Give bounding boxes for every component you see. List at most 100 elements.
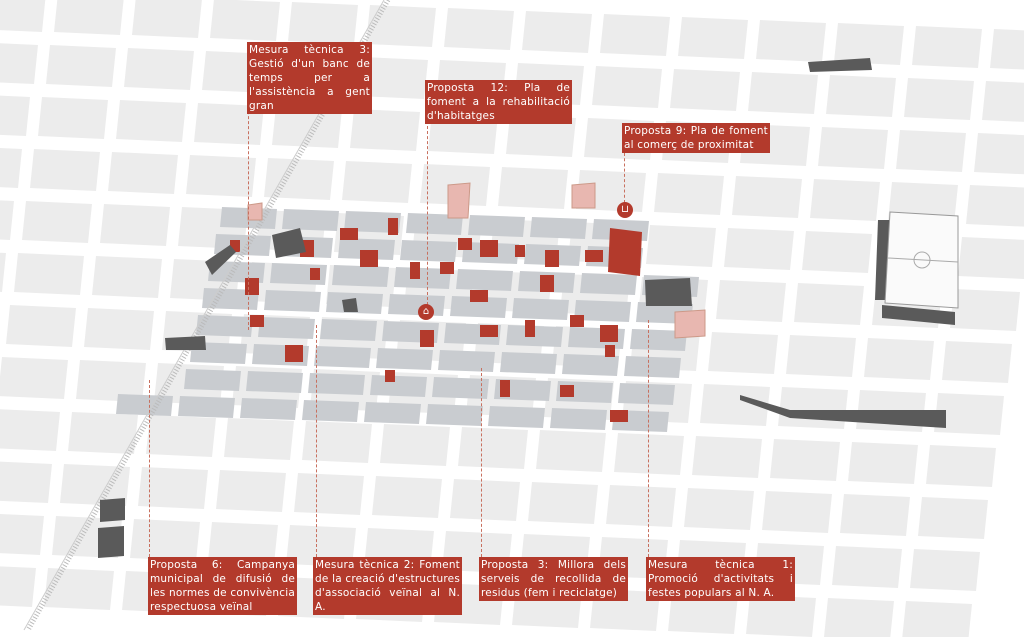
- neighborhood-block: [184, 369, 241, 391]
- city-block: [982, 81, 1024, 122]
- buildings: [98, 58, 955, 558]
- intervention-parcel: [410, 262, 420, 279]
- city-block: [0, 514, 44, 555]
- city-block: [536, 430, 606, 472]
- label-proposta-12: Proposta 12: Pla de foment a la rehabili…: [425, 80, 572, 124]
- city-block: [902, 601, 972, 637]
- neighborhood-block: [308, 373, 365, 395]
- neighborhood-block: [364, 402, 421, 424]
- neighborhood-block: [550, 408, 607, 430]
- city-block: [802, 231, 872, 273]
- intervention-parcel: [310, 268, 320, 280]
- intervention-parcel: [540, 275, 554, 292]
- intervention-parcel: [340, 228, 358, 240]
- city-block: [100, 204, 170, 246]
- city-block: [68, 412, 138, 454]
- intervention-parcel: [480, 325, 498, 337]
- leader-line: [149, 380, 150, 557]
- city-block: [444, 8, 514, 50]
- city-block: [450, 479, 520, 521]
- city-block: [848, 442, 918, 484]
- neighborhood-block: [438, 350, 495, 372]
- leader-line: [427, 121, 428, 305]
- neighborhood-block: [450, 296, 507, 318]
- city-block: [770, 439, 840, 481]
- city-block: [0, 200, 14, 240]
- city-block: [684, 488, 754, 530]
- city-block: [506, 115, 576, 157]
- city-block: [288, 2, 358, 44]
- intervention-parcel: [585, 250, 603, 262]
- neighborhood-block: [196, 315, 253, 337]
- intervention-parcel: [560, 385, 574, 397]
- city-block: [732, 176, 802, 218]
- intervention-parcel: [285, 345, 303, 362]
- city-block: [528, 482, 598, 524]
- city-block: [146, 415, 216, 457]
- city-block: [786, 335, 856, 377]
- label-proposta-3: Proposta 3: Millora dels serveis de reco…: [479, 557, 628, 601]
- neighborhood-block: [282, 209, 339, 231]
- neighborhood-block: [512, 298, 569, 320]
- intervention-parcel: [605, 345, 615, 357]
- neighborhood-block: [426, 404, 483, 426]
- city-block: [264, 158, 334, 200]
- intervention-parcel: [525, 320, 535, 337]
- city-block: [92, 256, 162, 298]
- city-block: [958, 237, 1024, 279]
- city-block: [0, 43, 38, 84]
- city-block: [522, 11, 592, 53]
- label-mesura-tecnica-2: Mesura tècnica 2: Foment de la creació d…: [313, 557, 462, 615]
- city-block: [342, 161, 412, 203]
- neighborhood-block: [432, 377, 489, 399]
- city-block: [832, 546, 902, 588]
- basket-icon: ⊔: [617, 202, 633, 218]
- neighborhood-block: [314, 346, 371, 368]
- city-block: [38, 97, 108, 139]
- city-block: [372, 476, 442, 518]
- city-block: [834, 23, 904, 65]
- city-block: [350, 109, 420, 151]
- city-block: [124, 48, 194, 90]
- city-block: [646, 225, 716, 267]
- city-block: [0, 461, 52, 503]
- intervention-parcel: [570, 315, 584, 327]
- neighborhood-block: [624, 356, 681, 378]
- city-block: [302, 421, 372, 463]
- neighborhood-block: [394, 267, 451, 289]
- intervention-parcel: [480, 240, 498, 257]
- city-block: [716, 280, 786, 322]
- neighborhood-block: [400, 240, 457, 262]
- city-block: [990, 29, 1024, 70]
- city-block: [0, 409, 60, 451]
- city-block: [974, 133, 1024, 175]
- neighborhood-block: [370, 375, 427, 397]
- intervention-parcel: [250, 315, 264, 327]
- city-block: [912, 26, 982, 68]
- city-block: [130, 519, 200, 561]
- intervention-parcel: [420, 330, 434, 347]
- city-block: [934, 393, 1004, 435]
- city-block: [818, 127, 888, 169]
- leader-line: [248, 86, 249, 330]
- city-block: [272, 106, 342, 148]
- city-block: [6, 305, 76, 347]
- city-block: [54, 0, 124, 35]
- neighborhood-block: [178, 396, 235, 418]
- city-block: [380, 424, 450, 466]
- city-block: [0, 0, 46, 32]
- city-block: [0, 148, 22, 188]
- city-block: [794, 283, 864, 325]
- leader-line: [316, 325, 317, 557]
- city-block: [606, 485, 676, 527]
- city-block: [210, 0, 280, 41]
- city-block: [910, 549, 980, 591]
- city-block: [692, 436, 762, 478]
- intervention-parcel: [545, 250, 559, 267]
- city-block: [0, 566, 36, 607]
- city-block: [950, 289, 1020, 331]
- neighborhood-block: [562, 354, 619, 376]
- city-block: [708, 332, 778, 374]
- city-block: [0, 252, 6, 292]
- city-block: [668, 592, 738, 634]
